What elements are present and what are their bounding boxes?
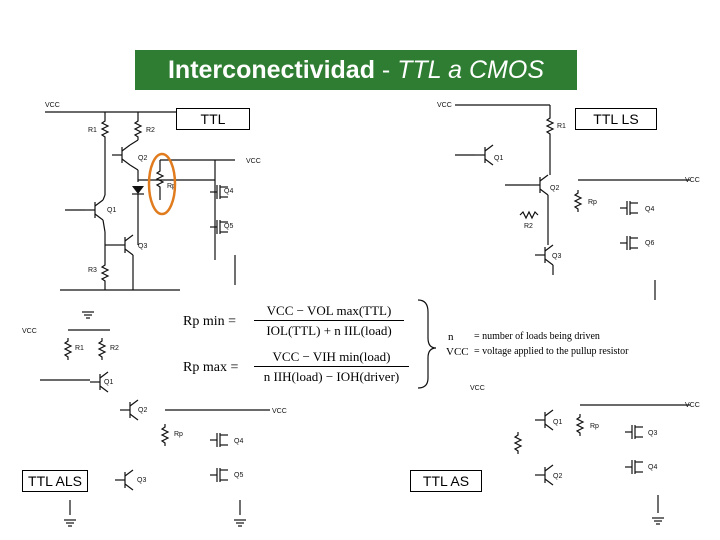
vcc-label: VCC — [272, 408, 287, 415]
q2-label: Q2 — [138, 407, 147, 414]
q3-label: Q3 — [648, 430, 657, 437]
q3-label: Q3 — [137, 477, 146, 484]
q1-label: Q1 — [107, 207, 116, 214]
q4-label: Q4 — [645, 206, 654, 213]
vcc-label: VCC — [437, 102, 452, 109]
q4-label: Q4 — [648, 464, 657, 471]
rpmax-lhs: Rp max = — [183, 360, 239, 375]
rpmax-numerator: VCC − VIH min(load) — [254, 349, 409, 367]
vcc-label: VCC — [45, 102, 60, 109]
slide-title: Interconectividad - TTL a CMOS — [135, 50, 577, 90]
rp-label: Rp — [167, 183, 176, 190]
r2-label: R2 — [110, 345, 119, 352]
q3-label: Q3 — [138, 243, 147, 250]
title-separator: - — [374, 55, 398, 84]
q3-label: Q3 — [552, 253, 561, 260]
vcc-label: VCC — [685, 402, 700, 409]
label-ttl-ls: TTL LS — [575, 108, 657, 130]
vcc-label: VCC — [470, 385, 485, 392]
q2-label: Q2 — [550, 185, 559, 192]
q1-label: Q1 — [494, 155, 503, 162]
rpmin-lhs: Rp min = — [183, 314, 237, 329]
r3-label: R3 — [88, 267, 97, 274]
legend-vcc-text: = voltage applied to the pullup resistor — [474, 346, 629, 357]
title-main: Interconectividad — [167, 55, 375, 84]
ttl-as-circuit: VCC VCC Q1 Rp Q3 Q2 Q4 — [470, 385, 700, 525]
rp-label: Rp — [590, 423, 599, 430]
label-ttl-as: TTL AS — [410, 470, 482, 492]
vcc-label: VCC — [246, 158, 261, 165]
q2-label: Q2 — [138, 155, 147, 162]
r1-label: R1 — [557, 123, 566, 130]
ttl-ls-circuit: VCC R1 Q1 Q2 R2 Q3 Rp VCC Q4 Q6 — [437, 102, 700, 300]
rpmin-numerator: VCC − VOL max(TTL) — [254, 303, 404, 321]
q5-label: Q5 — [224, 223, 233, 230]
q4-label: Q4 — [224, 188, 233, 195]
rp-label: Rp — [588, 199, 597, 206]
ttl-als-circuit: VCC R1 R2 Q1 Q2 VCC Rp Q4 Q5 Q3 — [22, 328, 287, 527]
rpmax-denominator: n IIH(load) − IOH(driver) — [263, 369, 400, 384]
ttl-circuit: VCC R1 R2 Q2 Q1 Q3 — [45, 102, 261, 319]
r2-label: R2 — [146, 127, 155, 134]
legend-n-text: = number of loads being driven — [474, 331, 600, 342]
r2-label: R2 — [524, 223, 533, 230]
q1-label: Q1 — [104, 379, 113, 386]
legend-n-symbol: n — [448, 331, 454, 343]
label-ttl-als: TTL ALS — [22, 470, 88, 492]
title-subtitle: TTL a CMOS — [397, 55, 544, 84]
q1-label: Q1 — [553, 419, 562, 426]
rp-label: Rp — [174, 431, 183, 438]
vcc-label: VCC — [22, 328, 37, 335]
q6-label: Q6 — [645, 240, 654, 247]
q5-label: Q5 — [234, 472, 243, 479]
legend-vcc-symbol: VCC — [446, 346, 469, 358]
rpmin-denominator: IOL(TTL) + n IIL(load) — [266, 323, 392, 338]
label-ttl: TTL — [176, 108, 250, 130]
r1-label: R1 — [88, 127, 97, 134]
r1-label: R1 — [75, 345, 84, 352]
q2-label: Q2 — [553, 473, 562, 480]
vcc-label: VCC — [685, 177, 700, 184]
pullup-highlight — [147, 152, 177, 216]
q4-label: Q4 — [234, 438, 243, 445]
